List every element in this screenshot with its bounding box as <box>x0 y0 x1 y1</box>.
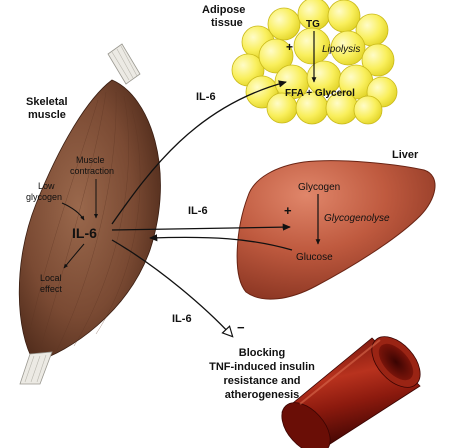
glycogenolysis-plus: + <box>284 203 292 218</box>
liver-title: Liver <box>392 149 419 161</box>
lipolysis-plus: + <box>286 40 293 54</box>
low-glycogen-line1: Low <box>38 181 55 191</box>
glucose-return-arrow <box>149 234 293 251</box>
il6-liver-label: IL-6 <box>188 205 208 217</box>
arrow-to-vessel <box>111 239 232 336</box>
muscle-belly <box>18 79 161 363</box>
adipose-title-line1: Adipose <box>202 4 245 16</box>
glycogenolyse-label: Glycogenolyse <box>324 213 390 224</box>
muscle-title-line2: muscle <box>28 109 66 121</box>
blood-vessel <box>281 336 421 448</box>
blocking-line4: atherogenesis <box>225 389 300 401</box>
liver-shape <box>236 160 436 300</box>
lipolysis-label: Lipolysis <box>322 44 360 55</box>
il6-vessel-label: IL-6 <box>172 313 192 325</box>
ffa-glycerol-label: FFA + Glycerol <box>285 88 355 99</box>
il6-adipose-label: IL-6 <box>196 91 216 103</box>
skeletal-muscle: Skeletal muscle Muscle contraction Low g… <box>18 43 161 385</box>
tg-label: TG <box>306 19 320 30</box>
contraction-line1: Muscle <box>76 155 105 165</box>
il6-center-label: IL-6 <box>72 225 97 241</box>
arrow-to-adipose <box>111 80 287 225</box>
local-effect-line2: effect <box>40 284 62 294</box>
adipose-title-line2: tissue <box>211 17 243 29</box>
glucose-label: Glucose <box>296 252 333 263</box>
arrow-to-liver <box>111 223 291 231</box>
low-glycogen-line2: glycogen <box>26 192 62 202</box>
blocking-effect-text: Blocking TNF-induced insulin resistance … <box>209 347 315 401</box>
adipose-tissue: Adipose tissue TG + Lipolysis FFA + Glyc… <box>202 0 398 125</box>
liver: Liver Glycogen + Glycogenolyse Glucose <box>236 149 436 300</box>
blocking-line1: Blocking <box>239 347 285 359</box>
glycogen-label: Glycogen <box>298 182 340 193</box>
inhibition-minus: − <box>237 320 245 335</box>
local-effect-line1: Local <box>40 273 62 283</box>
muscle-title-line1: Skeletal <box>26 96 68 108</box>
blocking-line2: TNF-induced insulin <box>209 361 315 373</box>
low-glycogen-arrow <box>61 202 85 221</box>
signal-arrows: IL-6 IL-6 IL-6 − <box>111 80 293 336</box>
local-effect-arrow <box>63 243 85 269</box>
contraction-line2: contraction <box>70 166 114 176</box>
blocking-line3: resistance and <box>223 375 300 387</box>
